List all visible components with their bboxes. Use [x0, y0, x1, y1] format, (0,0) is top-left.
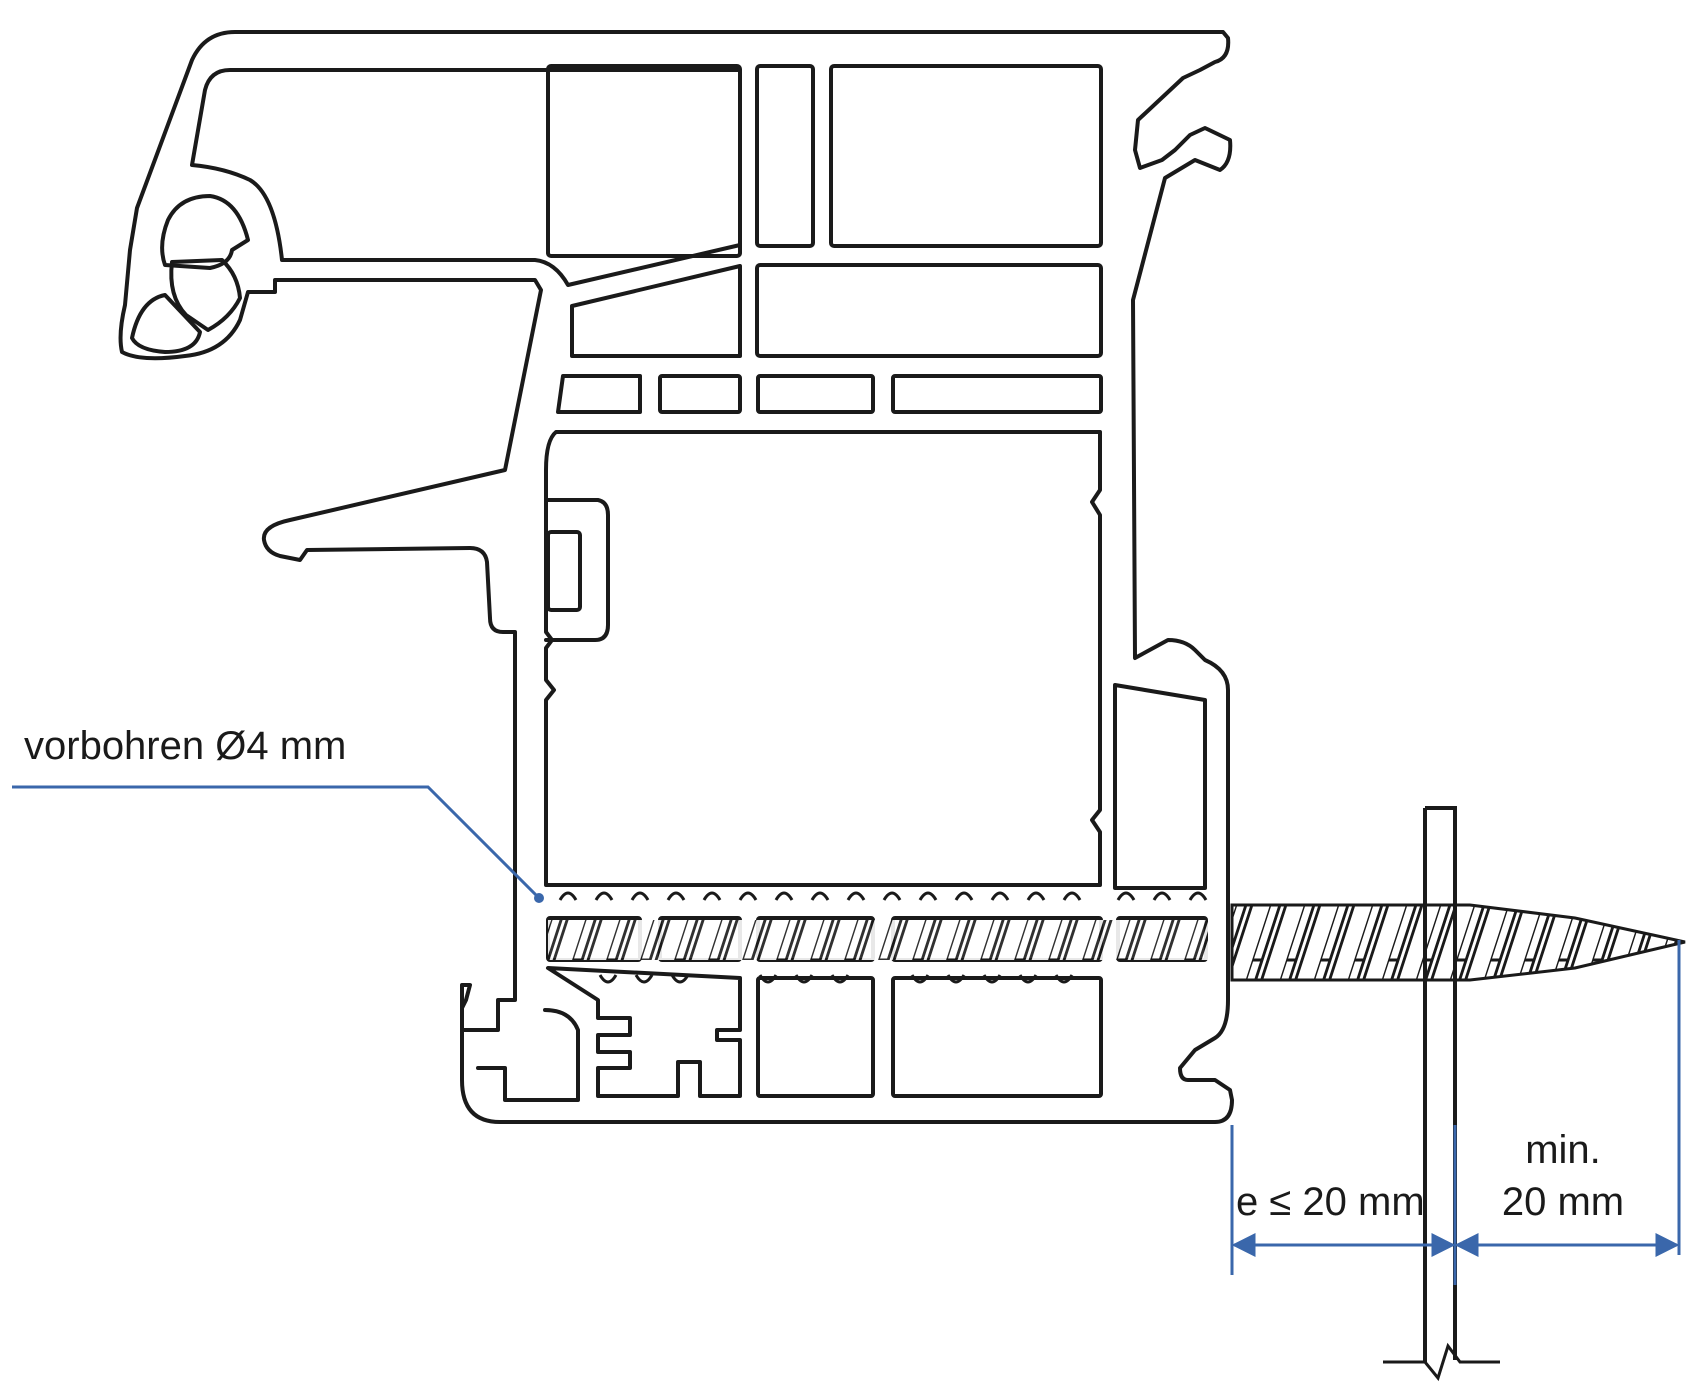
gasket-chamber-2	[130, 293, 202, 354]
wall-break-mark	[1383, 1342, 1500, 1382]
profile-outer-contour	[118, 30, 1234, 1124]
chamber-s4	[891, 374, 1103, 414]
chamber-s3	[756, 374, 875, 414]
sash-inner-contour	[190, 68, 742, 287]
dimension-group	[1230, 940, 1681, 1285]
screw-thread-exposed	[1230, 903, 1686, 982]
chamber-b3	[546, 966, 742, 1098]
chamber-u1	[546, 64, 742, 258]
gasket-outer	[160, 194, 250, 270]
clip-block	[546, 530, 582, 612]
chamber-u4	[570, 264, 742, 358]
screw	[548, 891, 1686, 984]
chamber-b2	[891, 976, 1103, 1098]
predrill-label: vorbohren Ø4 mm	[24, 724, 347, 768]
clip-inset	[544, 498, 610, 642]
gasket-chamber-1	[169, 258, 242, 332]
chamber-u5	[755, 263, 1103, 358]
screw-thread-in-profile	[548, 920, 1208, 960]
substrate-wall	[1423, 806, 1457, 1362]
chamber-s1	[556, 374, 642, 414]
chamber-u2	[755, 64, 815, 248]
glazing-bead-foot	[476, 1008, 580, 1102]
predrill-leader	[12, 785, 541, 900]
min-depth-label-line2: 20 mm	[1501, 1180, 1625, 1224]
chamber-b1	[756, 976, 875, 1098]
predrill-point	[534, 893, 544, 903]
chamber-s2	[658, 374, 742, 414]
min-depth-label-line1: min.	[1525, 1128, 1601, 1172]
edge-distance-label: e ≤ 20 mm	[1236, 1180, 1425, 1224]
chamber-right	[1113, 683, 1207, 890]
chamber-u3	[829, 64, 1103, 248]
main-chamber	[544, 430, 1102, 887]
